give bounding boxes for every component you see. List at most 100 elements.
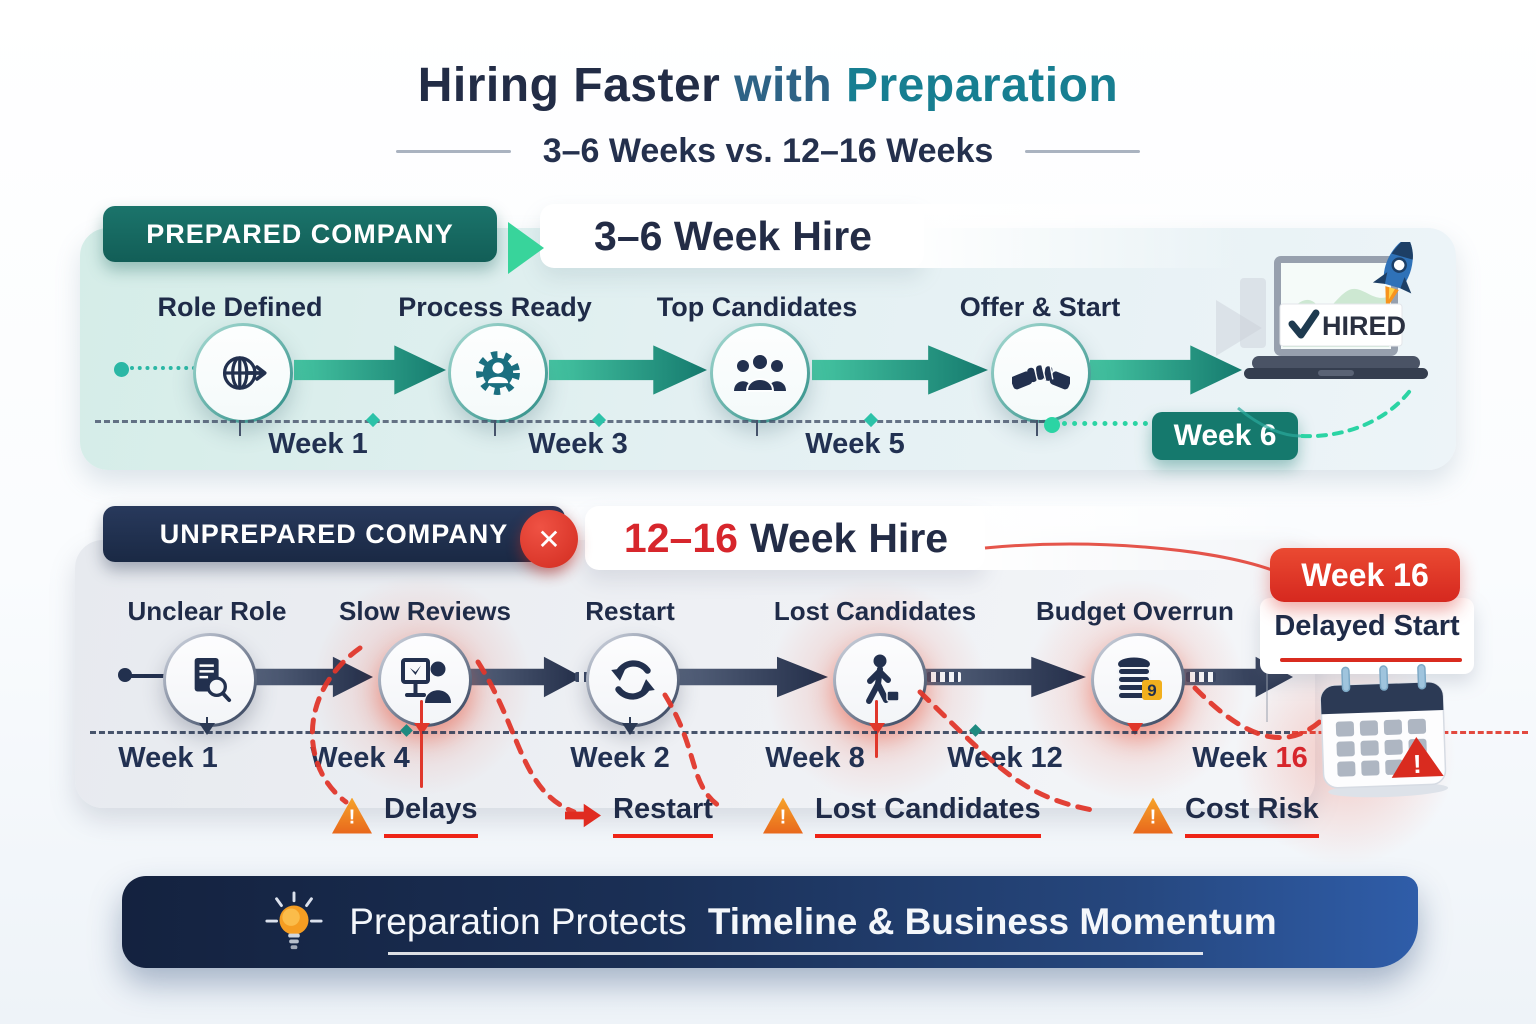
step-circle-slow-reviews [378,633,472,727]
warning-delays: ! Delays [332,793,478,838]
target-icon [222,356,267,390]
prepared-step-label: Process Ready [398,292,592,322]
page-title: Hiring Faster with Preparation [0,58,1536,113]
red-drop-line [420,700,423,788]
footer-message-bold: Timeline & Business Momentum [707,901,1277,942]
step-circle-unclear-role [163,633,257,727]
price-tag-glyph: 9 [1147,681,1156,700]
week6-dot [1044,417,1060,433]
warning-label: Delays [384,793,478,838]
arrow-tail-dashes [1186,672,1216,682]
week-label: Week 8 [765,742,865,774]
laptop-keyboard [1252,356,1420,370]
teal-connector-curves [1237,386,1414,439]
delayed-start-label: Delayed Start [1274,610,1460,642]
calendar-warning-icon: ! [1320,663,1449,798]
step-circle-budget-overrun: 9 [1091,633,1185,727]
prepared-headline-light: Hire [792,212,872,259]
gear-person-icon [476,351,520,395]
timeline-start-dot [114,362,129,377]
exclamation-mark: ! [1412,749,1422,779]
unprepared-headline-red: 12–16 [623,514,738,561]
subtitle-right-line [1025,150,1141,153]
document-search-icon [194,657,232,703]
arrow-tail-dashes [927,672,961,682]
unprepared-step-label: Unclear Role [127,596,287,626]
unprepared-headline: 12–16 Week Hire [593,510,979,566]
step-circle-lost-candidates [833,633,927,727]
warning-triangle-icon [1391,736,1444,778]
unprepared-step-label: Lost Candidates [773,596,977,626]
dotted-connector [1062,421,1148,426]
footer-underline [388,952,1203,955]
warning-label: Lost Candidates [815,793,1041,838]
red-dashed-curves [309,542,1329,815]
prepared-headline-fade [905,204,1245,268]
title-part-mid: with [734,59,833,112]
axis-tick [239,420,241,436]
prepared-step-label: Offer & Start [959,292,1121,322]
coins-icon: 9 [1117,657,1162,700]
refresh-icon [611,660,655,700]
prepared-step-label: Top Candidates [656,292,858,322]
exclamation-mark: ! [1149,806,1157,829]
step-circle-top-candidates [710,323,810,423]
exclamation-mark: ! [779,806,787,829]
week-label: Week 5 [805,428,905,460]
week16-number: 16 [1275,742,1308,774]
week-label: Week 4 [310,742,410,774]
walking-person-icon [866,654,900,704]
warning-triangle-icon: ! [1133,797,1173,834]
week-label: Week 3 [528,428,628,460]
axis-tick [756,420,758,436]
footer-message: Preparation Protects Timeline & Business… [349,901,1276,943]
prepared-dashed-axis [95,420,1045,423]
step-circle-offer-start [991,323,1091,423]
prepared-headline-card [540,204,924,268]
laptop-hired-illustration: HIRED [1244,242,1428,379]
lightbulb-icon [265,891,323,950]
week6-badge: Week 6 [1152,412,1298,460]
subtitle-left-line [395,150,511,153]
unprepared-step-label: Budget Overrun [1036,596,1234,626]
prepared-headline-strong: 3–6 Week [594,212,781,259]
unprepared-headline-light: Hire [868,514,949,561]
price-tag [1142,680,1162,700]
unprepared-headline-card [585,506,985,570]
step-circle-role-defined [193,323,293,423]
unprepared-headline-fade [968,506,1308,570]
chevron-right-icon [508,222,544,274]
timeline-start-dot [118,668,132,682]
axis-tick [206,717,208,731]
check-icon [1288,309,1320,339]
unprepared-headline-bold: Week [749,514,857,561]
title-part-accent: Preparation [845,59,1119,112]
delayed-start-underline [1280,658,1462,662]
unprepared-step-label: Slow Reviews [339,596,511,626]
prepared-company-badge: PREPARED COMPANY [103,206,497,262]
week-label: Week 2 [570,742,670,774]
handshake-icon [1012,364,1070,390]
warning-cost-risk: ! Cost Risk [1133,793,1319,838]
unprepared-step-label: Restart [585,596,675,626]
title-part-dark: Hiring Faster [417,59,721,112]
week-label: Week 1 [118,742,218,774]
review-board-icon [401,658,451,703]
warning-label: Restart [613,793,713,838]
week-label: Week 1 [268,428,368,460]
week-label-16: Week 16 [1165,742,1335,775]
connector [130,674,164,678]
axis-tick [1036,420,1038,436]
axis-tick [494,420,496,436]
people-icon [734,353,786,392]
warning-label: Cost Risk [1185,793,1319,838]
rocket-icon [1372,242,1413,310]
axis-tick [629,717,631,731]
red-arrow-icon [565,803,601,828]
footer-message-regular: Preparation Protects [349,901,687,942]
exclamation-mark: ! [348,806,356,829]
step-circle-restart [586,633,680,727]
prepared-headline: 3–6 Week Hire [548,208,918,264]
subtitle: 3–6 Weeks vs. 12–16 Weeks [542,132,994,170]
warning-triangle-icon: ! [763,797,803,834]
